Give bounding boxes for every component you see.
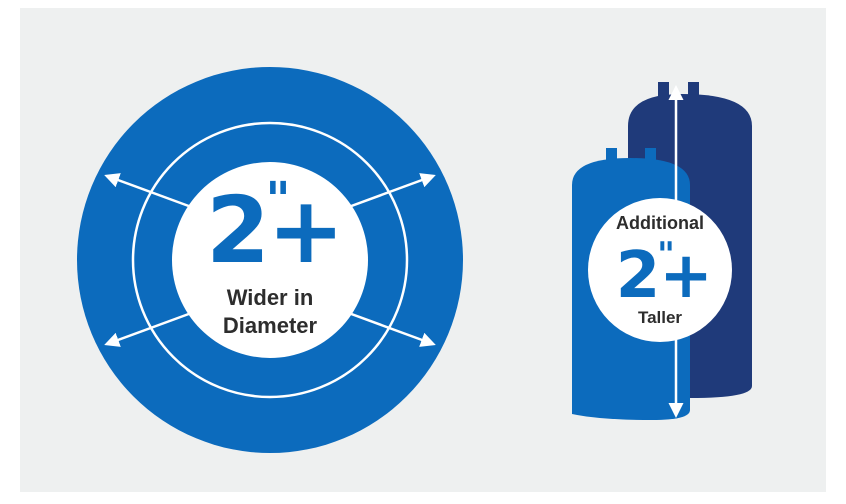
height-badge — [588, 198, 732, 342]
diameter-value: 2 — [206, 177, 270, 284]
outward-arrow-icon — [334, 173, 436, 214]
height-top-label: Additional — [616, 213, 704, 233]
inner-ring-outline — [131, 121, 409, 399]
height-bottom-label: Taller — [638, 308, 682, 327]
diameter-label-line1: Wider in — [227, 285, 314, 310]
outward-arrow-icon — [334, 306, 436, 347]
diameter-label-line2: Diameter — [223, 313, 318, 338]
diameter-plus: + — [267, 177, 344, 284]
outward-arrow-icon — [104, 173, 206, 214]
height-plus: + — [659, 239, 713, 313]
height-value: 2 — [616, 239, 661, 313]
height-graphic: Additional 2 " + Taller — [572, 82, 752, 420]
diameter-graphic: 2 " + Wider in Diameter — [77, 67, 463, 453]
diameter-inch-mark: " — [265, 172, 290, 228]
outward-arrow-icon — [104, 306, 206, 347]
height-inch-mark: " — [657, 235, 675, 275]
center-disc — [172, 162, 368, 358]
